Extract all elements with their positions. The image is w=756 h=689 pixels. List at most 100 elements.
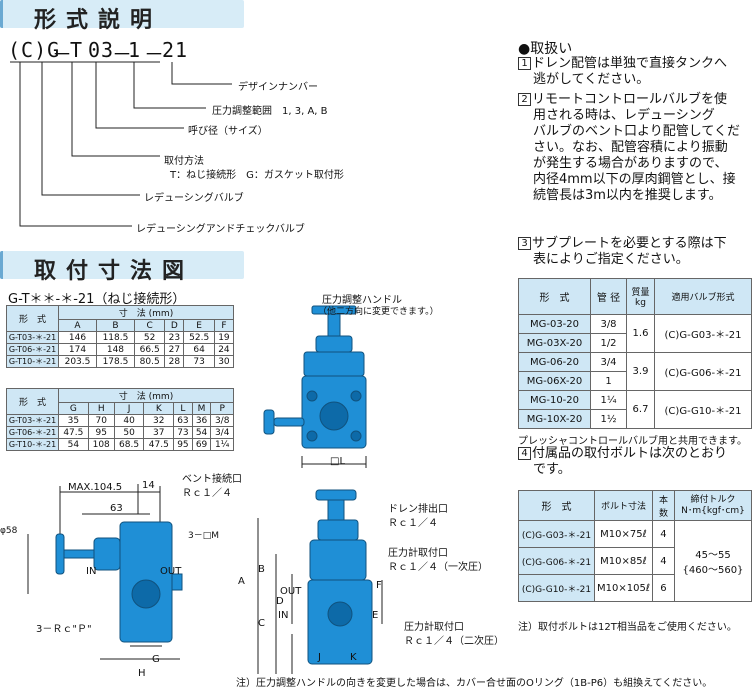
dims-table2-unit: 寸 法 (mm) — [58, 388, 234, 403]
label-d: D — [276, 596, 284, 607]
cell: 146 — [58, 331, 97, 344]
col-header: 形 式 — [518, 490, 595, 521]
dims-table1-unit: 寸 法 (mm) — [58, 305, 234, 320]
dims-table-1: 形 式 寸 法 (mm) A B C D E F G-T03-＊-21 146 … — [6, 305, 235, 368]
row-model: MG-06-20 — [518, 352, 591, 372]
valve-side-view-drawing — [27, 484, 183, 660]
cell: 1 — [590, 371, 627, 391]
label-gauge2-size: Ｒｃ１／４（二次圧） — [404, 636, 504, 647]
cell: 3/4 — [210, 426, 234, 439]
cell: 36 — [191, 414, 212, 427]
row-model: (C)G-G10-＊-21 — [518, 574, 595, 602]
label-j: J — [318, 652, 321, 663]
label-check-valve: レデューシングアンドチェックバルブ — [136, 224, 305, 235]
table-row: MG-03X-20 1/2 — [518, 333, 752, 353]
handling-title: ●取扱い — [518, 41, 573, 57]
label-nominal-size: 呼び径（サイズ） — [188, 126, 268, 137]
table-row: (C)G-G06-＊-21 M10×85ℓ 4 — [518, 547, 752, 575]
dims-subtitle: G-T＊＊-＊-21（ねじ接続形） — [8, 292, 186, 307]
col-header: 管 径 — [590, 278, 627, 315]
cell: 68.5 — [113, 438, 145, 451]
cell: 4 — [651, 520, 675, 548]
cell: 4 — [651, 547, 675, 575]
torque-cell: 45～55 {460～560} — [673, 520, 753, 602]
dims-col: F — [213, 319, 235, 332]
cell: M10×105ℓ — [594, 574, 653, 602]
label-out-front: OUT — [280, 586, 302, 597]
cell: 6.7 — [626, 390, 655, 429]
cell: (C)G-G03-＊-21 — [654, 314, 752, 353]
table-row: MG-06X-20 1 — [518, 371, 752, 391]
col-header: 本数 — [651, 490, 675, 521]
label-pressure-range: 圧力調整範囲 1, 3, A, B — [212, 106, 328, 117]
cell: 203.5 — [58, 355, 97, 368]
label-handle-note: （他二方向に変更できます。） — [318, 307, 439, 317]
label-c: C — [258, 618, 265, 629]
table-row: G-T03-＊-21 35 70 40 32 63 36 3/8 — [6, 414, 234, 427]
table-row: (C)G-G10-＊-21 M10×105ℓ 6 — [518, 574, 752, 602]
item-text: です。 — [533, 462, 571, 477]
cell: 1.6 — [626, 314, 655, 353]
label-drain-size: Ｒｃ１／４ — [388, 518, 438, 529]
cell: 27 — [164, 343, 185, 356]
cell: 3.9 — [626, 352, 655, 391]
cell: 69 — [191, 438, 212, 451]
valve-front-view-drawing — [257, 489, 383, 674]
table-row: MG-03-20 3/8 1.6 (C)G-G03-＊-21 — [518, 314, 752, 353]
cell: 54 — [58, 438, 89, 451]
cell: 52.5 — [183, 331, 215, 344]
valve-top-view-drawing — [263, 305, 367, 468]
dims-table2-model-header: 形 式 — [6, 388, 59, 415]
table-row: MG-10-20 1¼ 6.7 (C)G-G10-＊-21 — [518, 390, 752, 429]
item-text: が発生する場合がありますので、 — [533, 156, 728, 171]
table-row: G-T06-＊-21 174 148 66.5 27 64 24 — [6, 343, 235, 356]
item-text: バルブのベント口より配管してくだ — [533, 124, 740, 139]
cell: (C)G-G10-＊-21 — [654, 390, 752, 429]
label-rcp: 3－Ｒｃ"Ｐ" — [36, 624, 92, 635]
item-text: さい。なお、配管容積により振動 — [533, 140, 728, 155]
label-gauge1-size: Ｒｃ１／４（一次圧） — [388, 562, 488, 573]
cell: M10×75ℓ — [594, 520, 653, 548]
model-code-dash2: － — [112, 42, 133, 66]
model-code-design: 21 — [162, 38, 189, 62]
label-f: F — [376, 580, 382, 591]
row-model: MG-03-20 — [518, 314, 591, 334]
dims-col: K — [143, 402, 175, 415]
dims-col: A — [58, 319, 97, 332]
dims-col: H — [87, 402, 115, 415]
label-b: B — [258, 564, 265, 575]
cell: 73 — [173, 426, 193, 439]
row-model: G-T06-＊-21 — [6, 343, 59, 356]
cell: (C)G-G06-＊-21 — [654, 352, 752, 391]
cell: 178.5 — [95, 355, 135, 368]
label-k: K — [350, 652, 357, 663]
item-text: 内径4mm以下の厚肉鋼管とし、接 — [533, 172, 736, 187]
table-row: G-T06-＊-21 47.5 95 50 37 73 54 3/4 — [6, 426, 234, 439]
section-title-dims: 取付寸法図 — [34, 259, 195, 284]
label-a: A — [238, 576, 245, 587]
cell: 30 — [213, 355, 235, 368]
cell: 47.5 — [58, 426, 89, 439]
label-out-side: OUT — [160, 566, 182, 577]
cell: M10×85ℓ — [594, 547, 653, 575]
cell: 64 — [183, 343, 215, 356]
label-in-side: IN — [86, 566, 97, 577]
table-row: (C)G-G03-＊-21 M10×75ℓ 4 45～55 {460～560} — [518, 520, 753, 602]
col-header-torque: 締付トルク N･m{kgf･cm} — [673, 490, 753, 521]
cell: 95 — [173, 438, 193, 451]
col-header: ボルト寸法 — [594, 490, 653, 521]
torque-value-kgf: {460～560} — [682, 565, 744, 576]
label-in-front: IN — [278, 610, 289, 621]
label-drain: ドレン排出口 — [388, 504, 448, 515]
table-row: MG-06-20 3/4 3.9 (C)G-G06-＊-21 — [518, 352, 752, 391]
table-row: G-T10-＊-21 54 108 68.5 47.5 95 69 1¼ — [6, 438, 234, 451]
label-reducing-valve: レデューシングバルブ — [144, 193, 244, 204]
item-number: 2 — [518, 93, 531, 106]
model-code-prefix: (C)G — [8, 38, 61, 62]
cell: 3/4 — [590, 352, 627, 372]
cell: 3/8 — [210, 414, 234, 427]
cell: 1¼ — [210, 438, 234, 451]
col-header: 質量 kg — [626, 278, 655, 315]
